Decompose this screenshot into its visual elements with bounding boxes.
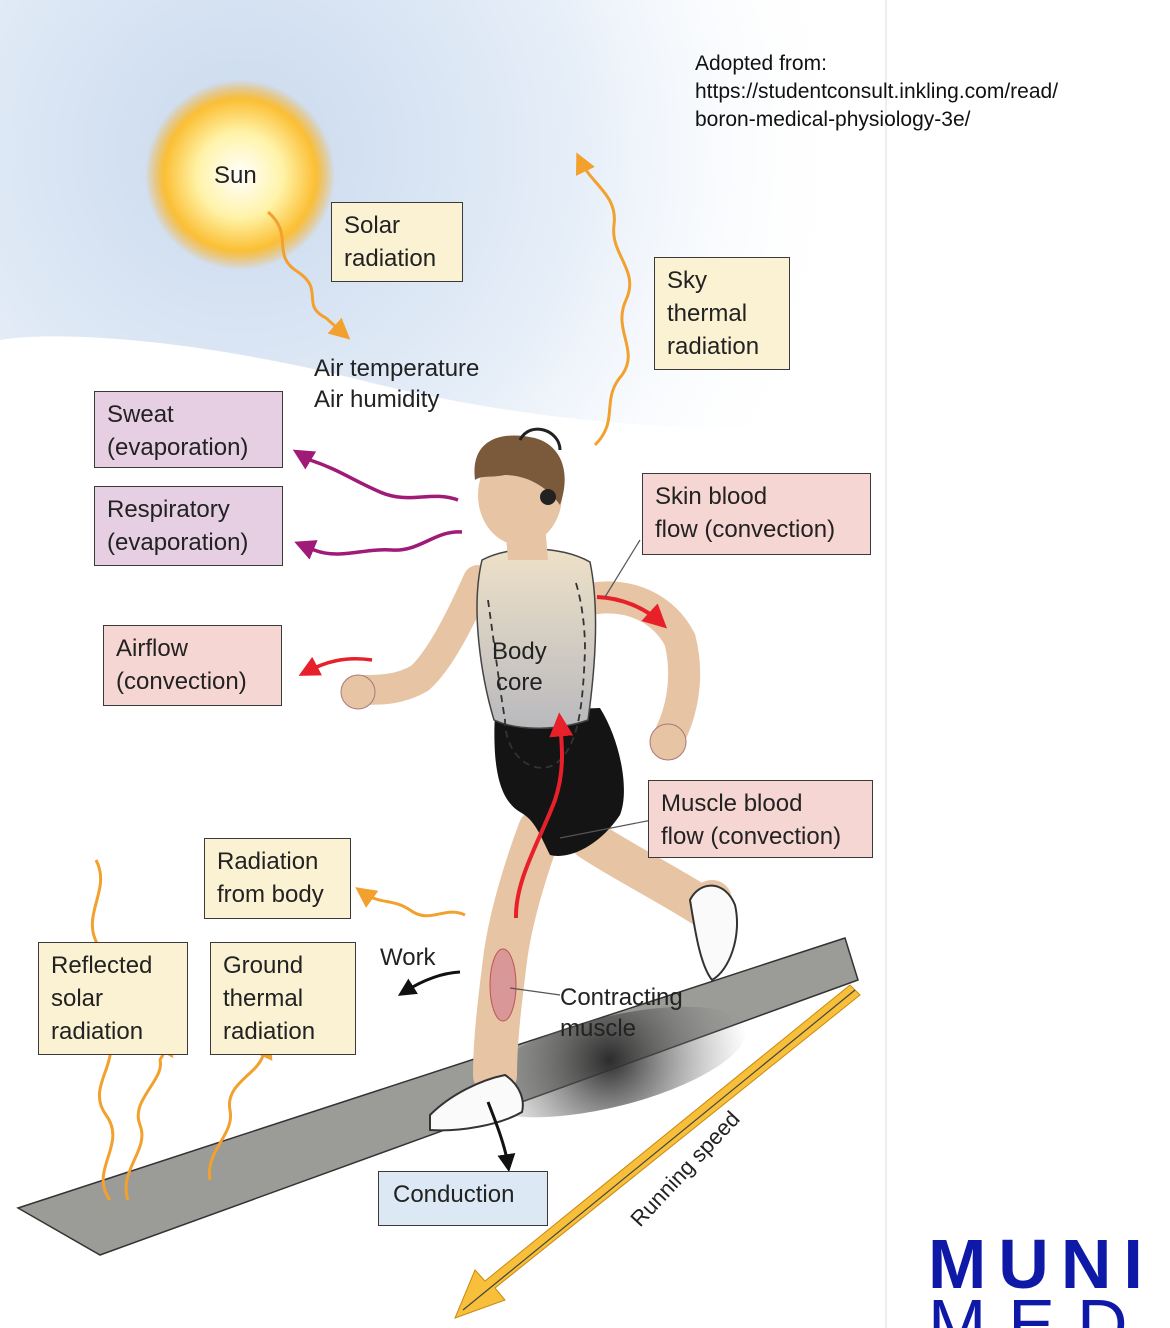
airflow-convection-box: Airflow (convection) [103,625,282,706]
ground-thermal-radiation-box: Ground thermal radiation [210,942,356,1055]
sweat-evaporation-box: Sweat (evaporation) [94,391,283,468]
source-line-2[interactable]: https://studentconsult.inkling.com/read/ [695,78,1058,106]
conduction-box: Conduction [378,1171,548,1226]
work-label: Work [380,942,436,973]
contracting-muscle-label: Contracting muscle [560,982,683,1044]
sun-label: Sun [214,160,257,191]
respiratory-arrow [302,532,462,554]
sky-thermal-radiation-box: Sky thermal radiation [654,257,790,370]
body-core-label: Body core [492,636,547,698]
sweat-arrow [300,454,458,500]
air-conditions-label: Air temperature Air humidity [314,353,479,415]
source-line-1: Adopted from: [695,50,1058,78]
source-citation: Adopted from: https://studentconsult.ink… [695,50,1058,134]
logo-line-2: MED [928,1285,1150,1328]
skin-blood-flow-box: Skin blood flow (convection) [642,473,871,555]
body-radiation-arrow [362,892,465,916]
source-line-3[interactable]: boron-medical-physiology-3e/ [695,106,1058,134]
reflected-solar-radiation-box: Reflected solar radiation [38,942,188,1055]
work-arrow [404,972,460,992]
muni-med-logo: MUNI MED [928,1225,1170,1328]
muscle-blood-flow-box: Muscle blood flow (convection) [648,780,873,858]
solar-radiation-box: Solar radiation [331,202,463,282]
calf-muscle-icon [490,949,516,1021]
respiratory-evaporation-box: Respiratory (evaporation) [94,486,283,566]
radiation-from-body-box: Radiation from body [204,838,351,919]
airflow-arrow [306,659,372,672]
headphone-icon [540,489,556,505]
